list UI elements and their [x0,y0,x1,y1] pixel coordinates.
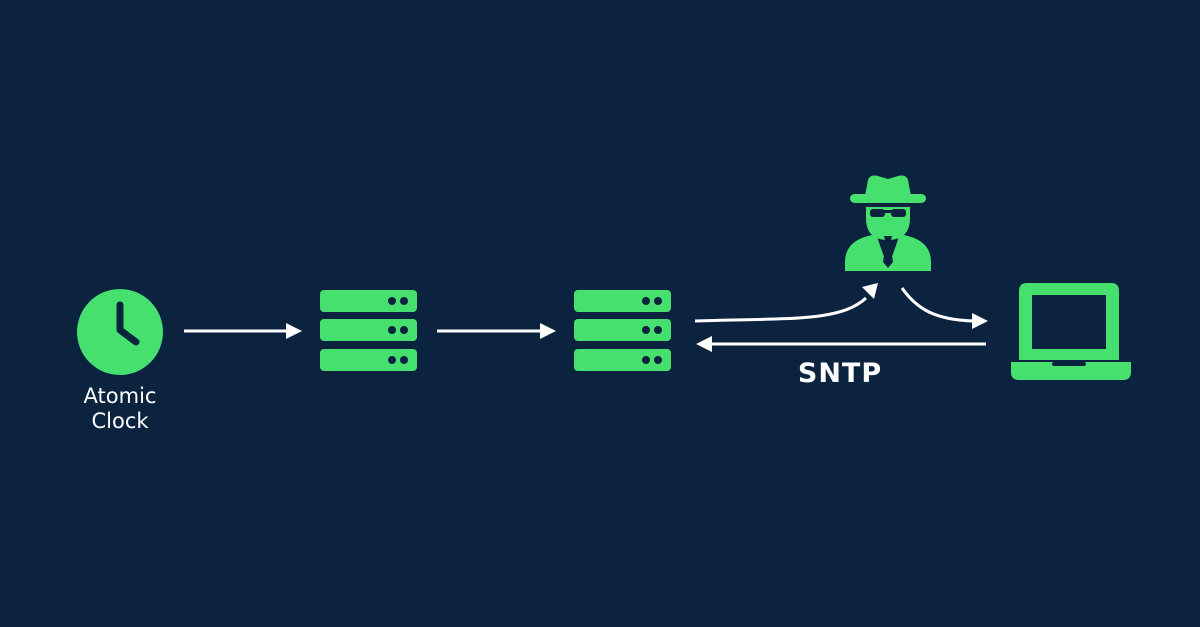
clock-icon [77,289,163,375]
arrow-clock-to-server-1 [184,323,302,339]
server-icon [574,290,671,371]
atomic-clock-label: Atomic Clock [60,384,180,434]
laptop-icon [1011,283,1131,380]
server-icon [320,290,417,371]
arrow-attacker-to-client [900,287,988,329]
sntp-label: SNTP [797,358,883,389]
atomic-clock-label-line-1: Atomic [83,384,157,408]
atomic-clock-label-line-2: Clock [91,409,149,433]
spy-icon [845,175,931,271]
arrow-server-2-to-attacker [694,283,878,323]
arrow-server-1-to-server-2 [437,323,556,339]
arrow-client-to-server-2 [696,336,986,352]
